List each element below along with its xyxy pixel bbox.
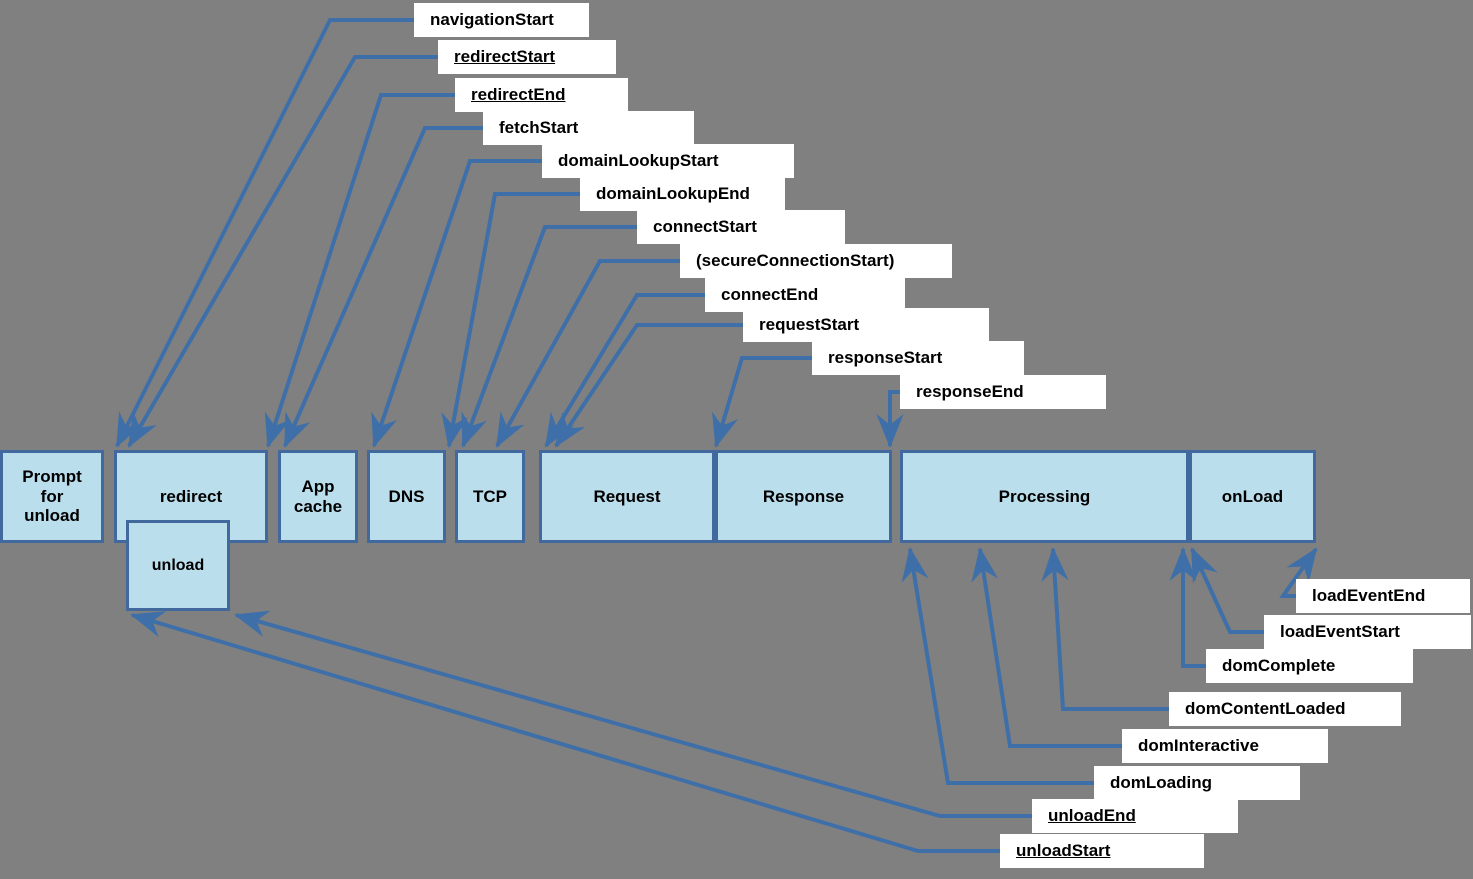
timing-label-domInteractive: domInteractive bbox=[1122, 729, 1328, 763]
timing-label-text: fetchStart bbox=[499, 118, 579, 137]
phase-label-dns: DNS bbox=[388, 486, 425, 506]
timing-label-unloadEnd: unloadEnd bbox=[1032, 799, 1238, 833]
phase-request: Request bbox=[539, 450, 715, 543]
timing-label-text: connectEnd bbox=[721, 285, 819, 304]
timing-label-text: responseStart bbox=[828, 348, 943, 367]
timing-label-text: responseEnd bbox=[916, 382, 1024, 401]
phase-tcp: TCP bbox=[455, 450, 525, 543]
timing-label-text: loadEventEnd bbox=[1312, 586, 1426, 605]
timing-label-connectEnd: connectEnd bbox=[705, 278, 905, 312]
timing-label-text: domainLookupEnd bbox=[596, 184, 750, 203]
timing-label-domComplete: domComplete bbox=[1206, 649, 1413, 683]
phase-processing: Processing bbox=[900, 450, 1189, 543]
timing-label-text: domainLookupStart bbox=[558, 151, 719, 170]
phase-response: Response bbox=[715, 450, 892, 543]
timing-label-unloadStart: unloadStart bbox=[1000, 834, 1204, 868]
timing-label-domContentLoaded: domContentLoaded bbox=[1169, 692, 1401, 726]
timing-label-text: redirectStart bbox=[454, 47, 556, 66]
phase-dns: DNS bbox=[367, 450, 446, 543]
timing-label-text: (secureConnectionStart) bbox=[696, 251, 895, 270]
phase-label-request: Request bbox=[593, 486, 661, 506]
timing-label-text: unloadEnd bbox=[1048, 806, 1136, 825]
phase-label-unload: unload bbox=[151, 556, 205, 574]
timing-label-text: domComplete bbox=[1222, 656, 1336, 675]
timing-label-redirectStart: redirectStart bbox=[438, 40, 616, 74]
phase-unload: unload bbox=[126, 520, 230, 611]
timing-label-text: requestStart bbox=[759, 315, 860, 334]
phase-label-prompt-for-unload: Prompt for unload bbox=[22, 467, 82, 526]
timing-label-fetchStart: fetchStart bbox=[483, 111, 694, 145]
timing-label-text: connectStart bbox=[653, 217, 757, 236]
timing-label-domainLookupStart: domainLookupStart bbox=[542, 144, 794, 178]
phase-label-onload: onLoad bbox=[1221, 486, 1284, 506]
phase-prompt-for-unload: Prompt for unload bbox=[0, 450, 104, 543]
timing-label-responseEnd: responseEnd bbox=[900, 375, 1106, 409]
timing-label-text: domInteractive bbox=[1138, 736, 1259, 755]
timing-label-domainLookupEnd: domainLookupEnd bbox=[580, 177, 785, 211]
phase-app-cache: App cache bbox=[278, 450, 358, 543]
phase-label-app-cache: App cache bbox=[293, 476, 343, 516]
phase-label-processing: Processing bbox=[998, 486, 1091, 506]
timing-label-text: domContentLoaded bbox=[1185, 699, 1346, 718]
timing-label-loadEventEnd: loadEventEnd bbox=[1296, 579, 1470, 613]
timing-label-loadEventStart: loadEventStart bbox=[1264, 615, 1471, 649]
timing-label-text: navigationStart bbox=[430, 10, 554, 29]
timing-label-text: unloadStart bbox=[1016, 841, 1111, 860]
timing-label-connectStart: connectStart bbox=[637, 210, 845, 244]
timing-label-responseStart: responseStart bbox=[812, 341, 1024, 375]
phase-label-redirect: redirect bbox=[159, 486, 223, 506]
timing-label-text: loadEventStart bbox=[1280, 622, 1400, 641]
phase-onload: onLoad bbox=[1189, 450, 1316, 543]
timing-label-text: redirectEnd bbox=[471, 85, 566, 104]
phase-label-response: Response bbox=[762, 486, 845, 506]
timing-label-secureConnectionStart: (secureConnectionStart) bbox=[680, 244, 952, 278]
timing-label-navigationStart: navigationStart bbox=[414, 3, 589, 37]
timing-label-text: domLoading bbox=[1110, 773, 1212, 792]
timing-label-domLoading: domLoading bbox=[1094, 766, 1300, 800]
timing-label-redirectEnd: redirectEnd bbox=[455, 78, 628, 112]
timing-label-requestStart: requestStart bbox=[743, 308, 989, 342]
phase-label-tcp: TCP bbox=[473, 486, 507, 506]
